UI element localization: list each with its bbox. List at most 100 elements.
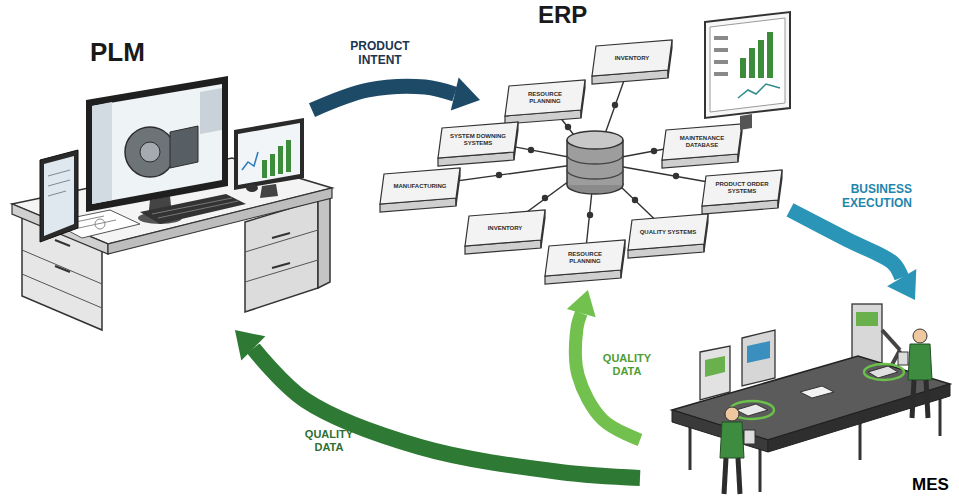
module-label: MANUFACTURING <box>389 175 451 197</box>
erp-module-box-part <box>628 214 708 258</box>
module-label: MAINTENANCE DATABASE <box>671 131 733 153</box>
erp-network-dot-part <box>496 172 502 178</box>
erp-dashboard-monitor-part <box>714 36 728 40</box>
mes-production-line <box>672 304 950 494</box>
database-cylinder-part <box>567 170 623 179</box>
plm-workstation-part <box>74 220 116 229</box>
arrowhead <box>451 78 480 111</box>
erp-dashboard-monitor-part <box>740 58 746 78</box>
plm-workstation-part <box>245 230 318 252</box>
plm-workstation-part <box>286 140 291 172</box>
erp-module-box-part <box>438 122 518 166</box>
erp-dashboard-monitor-part <box>714 48 728 52</box>
mes-production-line-part <box>913 329 927 343</box>
plm-workstation-part <box>125 127 175 177</box>
plm-workstation-part <box>245 260 318 282</box>
plm-workstation-part <box>272 233 290 238</box>
flow-label: PRODUCT INTENT <box>342 40 418 68</box>
erp-network-dot-part <box>673 173 679 179</box>
plm-workstation-part <box>242 152 258 170</box>
system-node: ERP <box>480 0 790 290</box>
erp-dashboard-monitor-part <box>740 114 752 130</box>
mes-production-line-part <box>744 430 755 444</box>
plm-workstation-part <box>234 118 304 190</box>
plm-workstation-part <box>152 198 232 214</box>
mes-production-line-part <box>736 404 768 416</box>
mes-production-line-part <box>725 407 739 421</box>
erp-network-link <box>420 58 742 258</box>
mes-production-line-part <box>868 366 898 378</box>
erp-network-dot-part <box>587 212 593 218</box>
module-label: INVENTORY <box>601 47 663 69</box>
mes-production-line-part <box>747 341 770 363</box>
erp-module-box-part <box>545 240 625 284</box>
plm-workstation-part <box>158 201 238 218</box>
flow-arrow <box>790 210 916 300</box>
erp-dashboard-monitor-part <box>738 84 780 98</box>
mes-production-line-part <box>864 364 904 380</box>
module-label: PRODUCT ORDER SYSTEMS <box>711 177 773 199</box>
plm-workstation-part <box>140 142 160 162</box>
erp-network-dot-part <box>542 195 548 201</box>
plm-workstation-part <box>262 160 267 178</box>
module-label: SYSTEM DOWNING SYSTEMS <box>447 129 509 151</box>
mes-production-line-part <box>759 446 762 492</box>
flow-label: QUALITY DATA <box>300 428 358 453</box>
mes-production-line-part <box>672 410 768 452</box>
plm-workstation-part <box>246 184 258 192</box>
erp-module-box-part <box>702 170 782 214</box>
erp-dashboard-monitor-part <box>749 48 755 78</box>
flow-arrow-shaft <box>312 86 455 110</box>
arrowhead <box>567 290 596 317</box>
erp-network-dot-part <box>528 147 534 153</box>
system-node: MES <box>640 300 959 502</box>
database-cylinder-part <box>566 140 568 185</box>
plm-workstation-part <box>140 194 246 224</box>
plm-workstation-part <box>22 274 102 308</box>
system-heading: ERP <box>538 2 587 28</box>
flow-label: BUSINESS EXECUTION <box>822 183 912 211</box>
erp-network-dot-part <box>632 197 638 203</box>
plm-workstation-part <box>318 194 330 288</box>
erp-network-dot-part <box>612 102 618 108</box>
plm-workstation-part <box>272 263 290 268</box>
erp-dashboard-monitor-part <box>710 18 785 112</box>
database-cylinder-part <box>567 131 623 149</box>
mes-production-line-part <box>926 380 928 418</box>
plm-workstation-part <box>270 154 275 176</box>
erp-module-box-part <box>592 40 672 84</box>
plm-workstation-part <box>40 150 78 242</box>
erp-dashboard-monitor-part <box>758 40 764 78</box>
mes-production-line-part <box>742 330 775 386</box>
module-label: RESOURCE PLANNING <box>554 247 616 269</box>
flow-arrow <box>235 330 640 478</box>
plm-workstation-part <box>55 240 70 246</box>
database-cylinder-part <box>567 155 623 164</box>
plm-workstation-part <box>48 180 70 186</box>
mes-production-line-part <box>882 330 900 350</box>
plm-workstation-part <box>44 156 74 236</box>
plm-workstation-part <box>238 123 300 185</box>
erp-dashboard-monitor-part <box>714 72 728 76</box>
erp-module-box-part <box>662 124 742 168</box>
arrowhead <box>887 269 916 300</box>
plm-workstation-part <box>92 84 222 204</box>
module-label: INVENTORY <box>474 217 536 239</box>
plm-workstation-part <box>92 102 112 204</box>
database-cylinder-part <box>622 140 624 185</box>
module-label: RESOURCE PLANNING <box>514 87 576 109</box>
arrowhead <box>235 330 265 360</box>
erp-dashboard-monitor-part <box>767 32 773 78</box>
flow-label: QUALITY DATA <box>598 352 656 377</box>
erp-network-dot-part <box>565 124 571 130</box>
plm-workstation-part <box>278 146 283 174</box>
erp-dashboard-monitor-part <box>714 60 728 64</box>
flow-arrow <box>312 78 480 111</box>
plm-workstation-part <box>260 184 278 198</box>
plm-workstation-part <box>170 126 198 168</box>
erp-dashboard-monitor-part <box>705 12 790 118</box>
erp-module-box-part <box>505 80 585 124</box>
